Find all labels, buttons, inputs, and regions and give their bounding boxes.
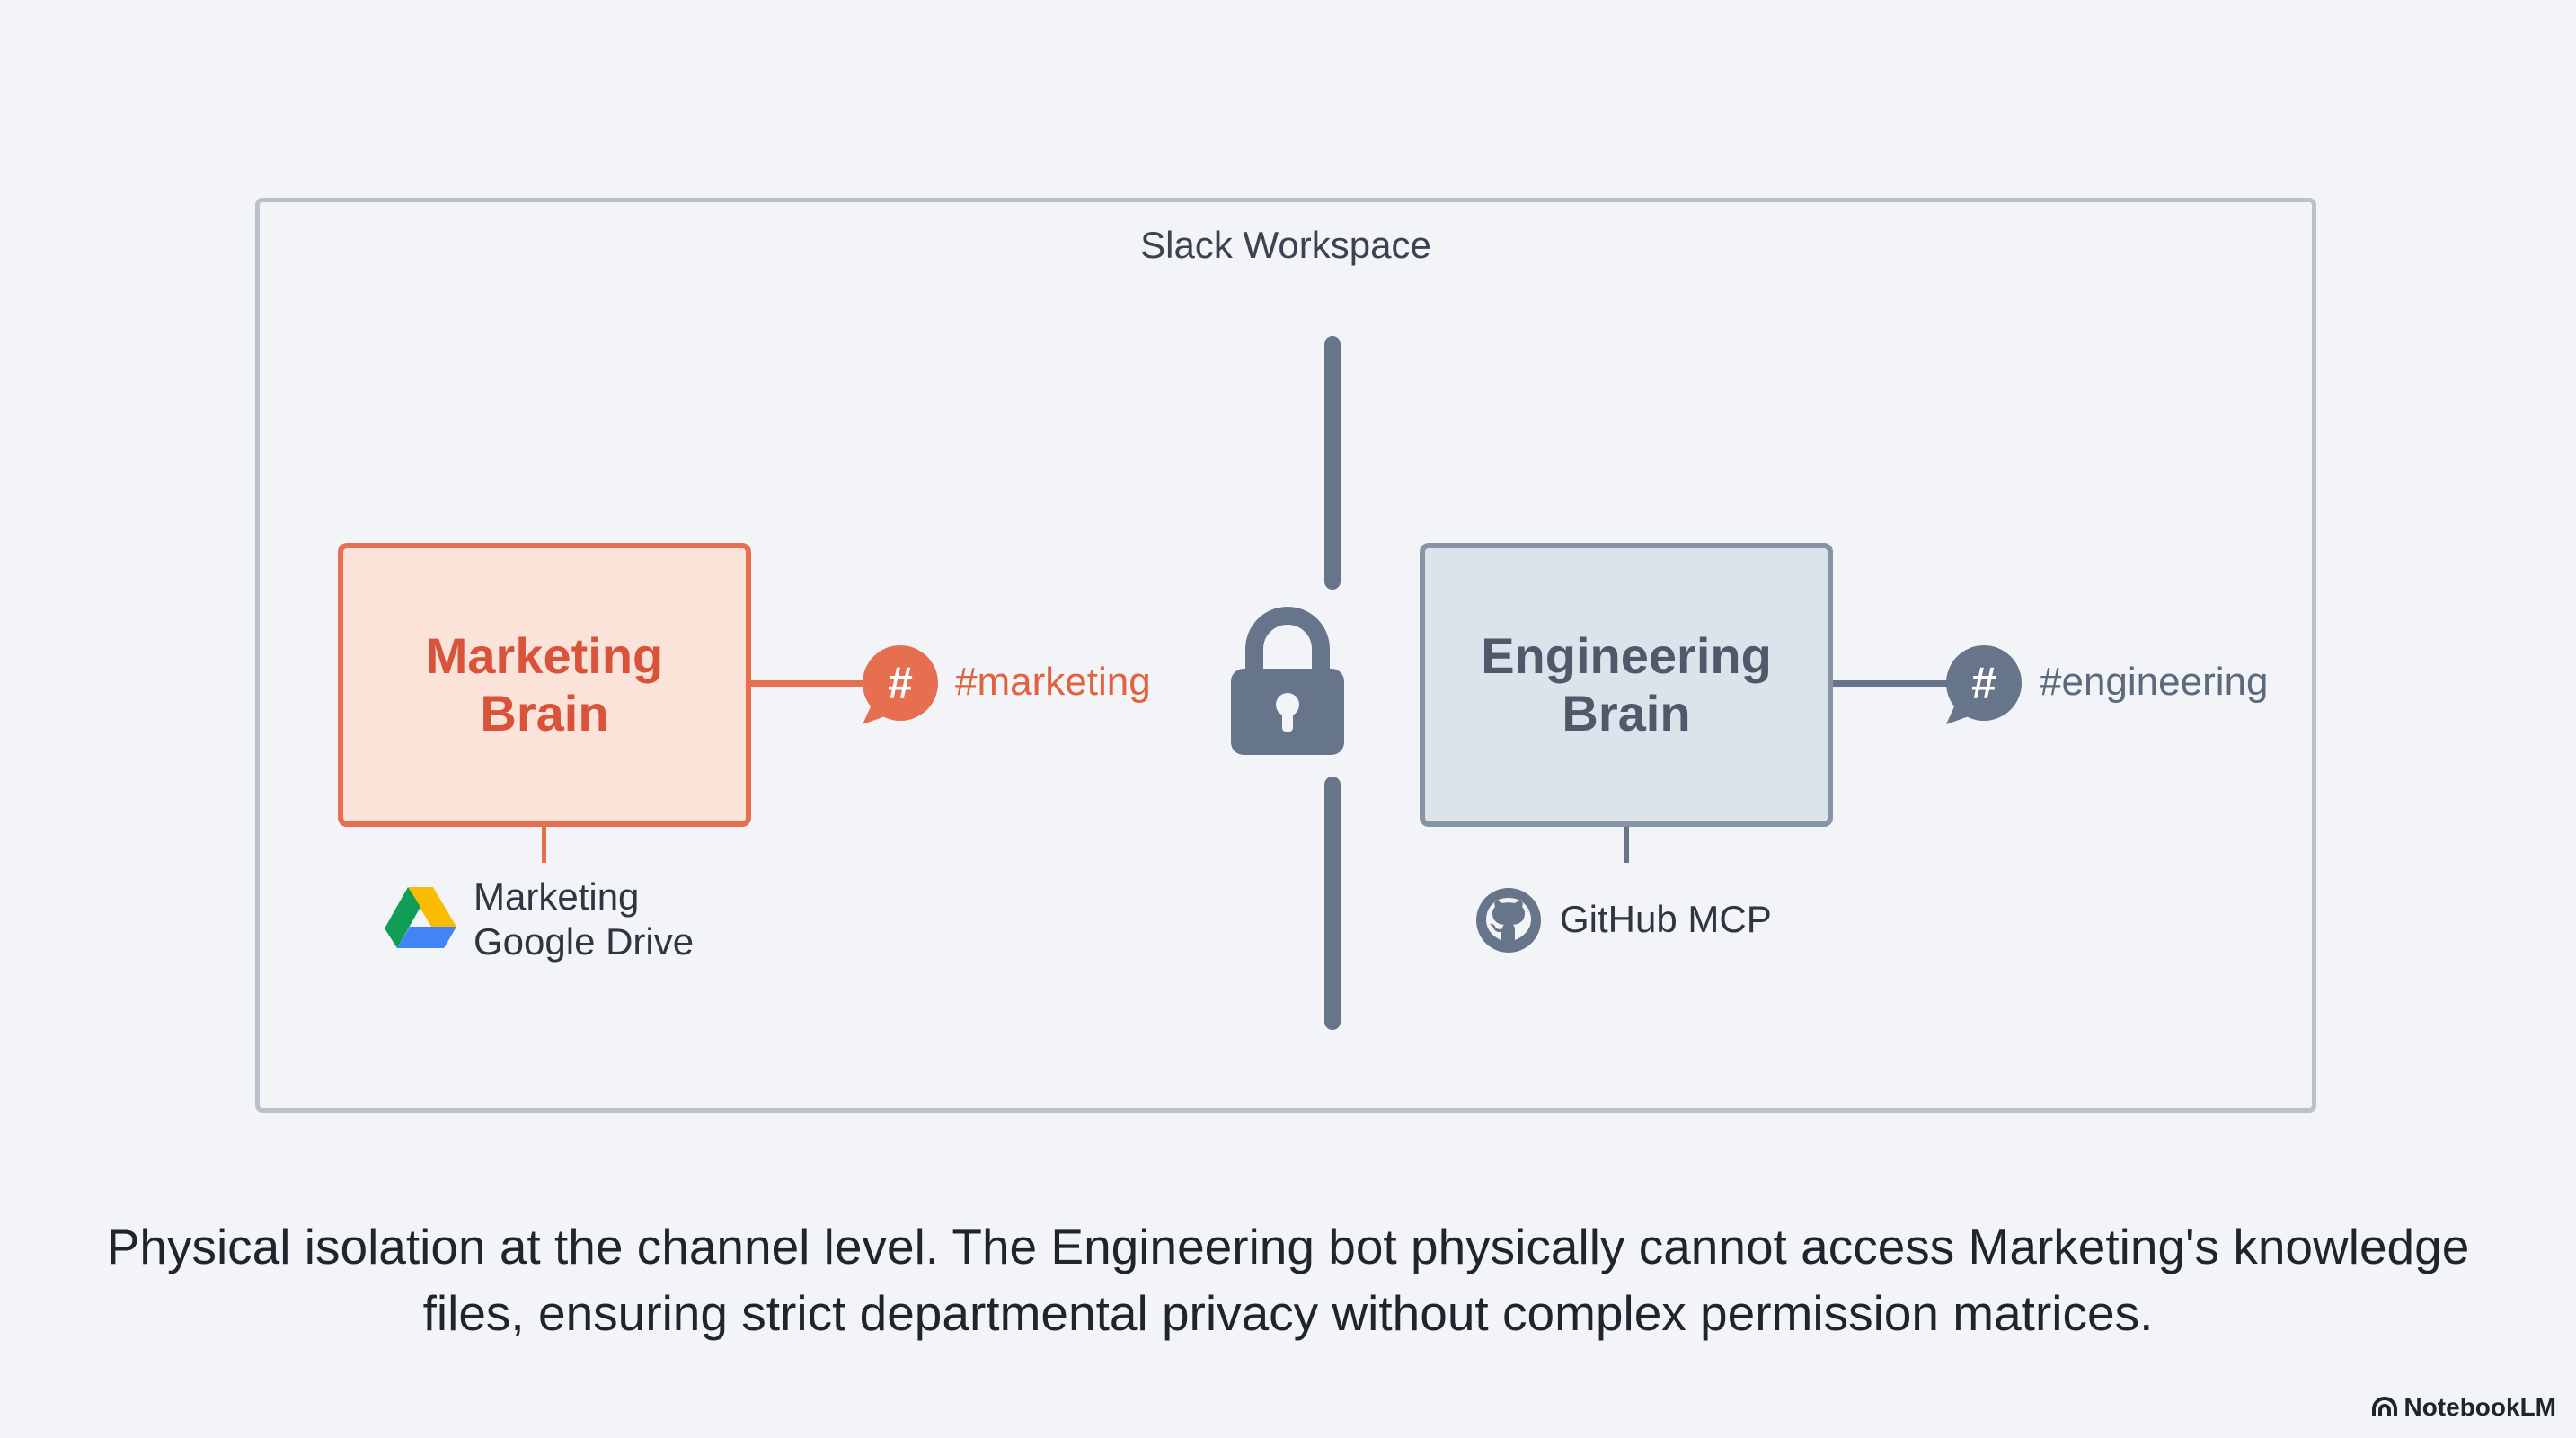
brand-label: NotebookLM [2403, 1393, 2556, 1421]
marketing-channel-connector [751, 680, 868, 687]
engineering-brain-label: Engineering Brain [1481, 627, 1772, 741]
google-drive-icon [385, 887, 456, 948]
caption: Physical isolation at the channel level.… [106, 1219, 2470, 1341]
lock-icon [1231, 607, 1344, 755]
engineering-source-connector [1624, 827, 1629, 863]
github-icon [1476, 888, 1541, 953]
slack-workspace-frame: Slack Workspace [255, 198, 2316, 1113]
notebooklm-logo-icon [2372, 1397, 2398, 1416]
engineering-source-label: GitHub MCP [1560, 898, 1772, 940]
marketing-source-connector [542, 827, 546, 863]
marketing-source-label: Marketing Google Drive [474, 875, 695, 963]
engineering-brain-box: Engineering Brain [1420, 543, 1833, 827]
hashtag-bubble-icon: # [863, 645, 938, 724]
svg-text:#: # [888, 658, 913, 708]
hashtag-bubble-icon-engineering: # [1946, 645, 2022, 724]
marketing-brain-label: Marketing Brain [425, 627, 664, 741]
divider-bottom-bar [1324, 777, 1341, 1030]
engineering-channel-connector [1833, 680, 1950, 687]
engineering-channel-label: #engineering [2040, 660, 2269, 704]
svg-text:#: # [1971, 658, 1996, 708]
isolation-divider [1324, 336, 1341, 1030]
divider-top-bar [1324, 336, 1341, 590]
workspace-label: Slack Workspace [1140, 224, 1431, 266]
notebooklm-brand: NotebookLM [2371, 1393, 2556, 1422]
marketing-brain-box: Marketing Brain [338, 543, 751, 827]
marketing-channel-label: #marketing [955, 660, 1151, 704]
